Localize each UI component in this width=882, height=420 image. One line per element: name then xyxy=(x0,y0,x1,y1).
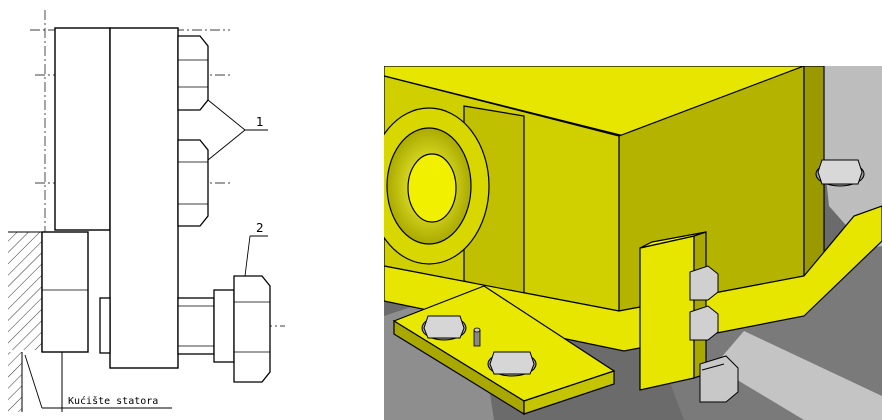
technical-drawing: 1 2 Kućište statora xyxy=(8,10,285,412)
bolt-1-upper xyxy=(177,35,209,111)
clamp-bolt-upper xyxy=(689,265,719,301)
bore-ring xyxy=(384,107,490,265)
3d-render xyxy=(384,66,882,420)
clamp-block xyxy=(109,27,179,369)
side-bolt xyxy=(699,355,739,403)
flange-bolt-right xyxy=(487,351,537,377)
clamp-bolt-lower xyxy=(689,305,719,341)
callout-2: 2 xyxy=(256,221,264,235)
stator-plate xyxy=(41,27,111,412)
corner-bolt xyxy=(815,159,865,187)
dowel-pin xyxy=(473,327,481,347)
callout-1: 1 xyxy=(256,115,264,129)
bolt-1-lower xyxy=(177,139,209,227)
housing-label: Kućište statora xyxy=(68,395,158,407)
flange-bolt-left xyxy=(421,315,467,341)
leader-lines xyxy=(24,99,268,409)
bolt-2 xyxy=(99,275,271,383)
housing-section xyxy=(8,231,43,412)
